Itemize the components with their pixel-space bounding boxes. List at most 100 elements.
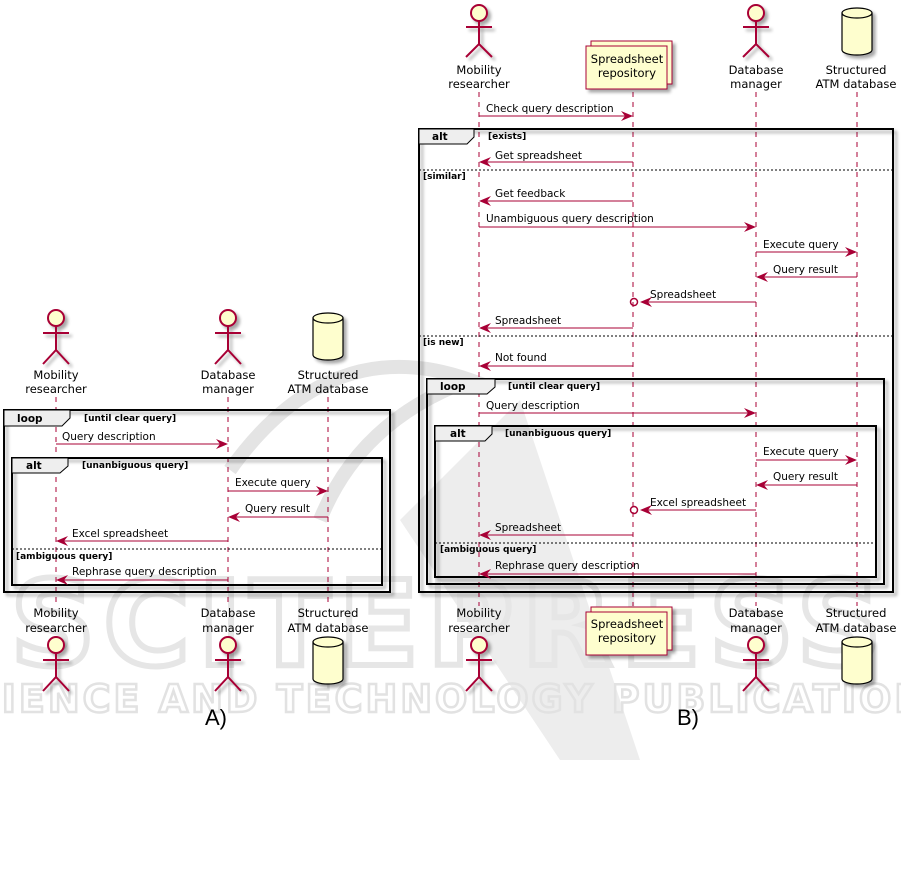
participant-label: ATM database (288, 621, 369, 635)
participant-label: researcher (25, 621, 87, 635)
svg-text:Excel spreadsheet: Excel spreadsheet (650, 497, 746, 509)
svg-text:Spreadsheet: Spreadsheet (650, 289, 716, 301)
database-icon-b-bottom (841, 636, 873, 685)
message-b-9: Not found (479, 352, 633, 371)
alt-keyword: alt (450, 428, 466, 440)
message-b-13: Excel spreadsheet (629, 497, 756, 515)
message-b-5: Execute query (756, 239, 857, 257)
collections-icon-b-top (585, 40, 673, 90)
alt-else-guard: [ambiguous query] (16, 552, 112, 562)
loop-keyword: loop (440, 381, 466, 393)
svg-text:Spreadsheet: Spreadsheet (495, 522, 561, 534)
participant-label: Mobility (33, 606, 78, 620)
participant-label: Spreadsheet (591, 617, 664, 631)
svg-text:Check query description: Check query description (486, 103, 614, 115)
message-a-1: Query description (56, 431, 228, 449)
svg-text:Spreadsheet: Spreadsheet (495, 315, 561, 327)
participant-label: Database (201, 606, 256, 620)
actor-database-manager-a-top (214, 309, 242, 365)
participant-label: Database (201, 368, 256, 382)
alt-else-guard: [is new] (423, 338, 464, 348)
svg-text:Query description: Query description (486, 400, 580, 412)
message-a-3: Query result (228, 503, 328, 522)
message-b-3: Get feedback (479, 188, 633, 206)
participant-label: researcher (448, 621, 510, 635)
participant-label: researcher (25, 382, 87, 396)
participant-label: Structured (826, 63, 887, 77)
database-icon-b-top (841, 7, 873, 56)
actor-mobility-researcher-b-top (465, 4, 493, 58)
svg-text:Rephrase query description: Rephrase query description (72, 566, 217, 578)
lost-message-circle-icon (629, 505, 639, 515)
participant-label: ATM database (816, 77, 897, 91)
participant-label: researcher (448, 77, 510, 91)
message-b-4: Unambiguous query description (479, 213, 756, 232)
message-b-15: Rephrase query description (479, 560, 756, 579)
svg-text:Query result: Query result (773, 471, 838, 483)
actor-mobility-researcher-b-bottom (465, 636, 493, 692)
participant-label: Spreadsheet (591, 52, 664, 66)
message-a-2: Execute query (228, 477, 328, 496)
loop-keyword: loop (17, 413, 43, 425)
diagram-b: Mobility researcher Spreadsheet reposito… (418, 4, 897, 730)
participant-label: manager (730, 77, 782, 91)
participant-label: repository (598, 66, 656, 80)
database-icon-a-bottom (312, 636, 344, 685)
loop-frame-b: loop [until clear query] (426, 378, 885, 585)
actor-mobility-researcher-a-top (42, 309, 70, 365)
loop-guard: [until clear query] (508, 382, 600, 392)
loop-guard: [until clear query] (84, 414, 176, 424)
svg-text:Execute query: Execute query (763, 446, 839, 458)
participant-label: Mobility (456, 63, 501, 77)
svg-text:Query result: Query result (773, 264, 838, 276)
participant-label: Structured (298, 368, 359, 382)
alt-else-guard: [similar] (423, 172, 466, 182)
svg-text:Excel spreadsheet: Excel spreadsheet (72, 528, 168, 540)
message-a-5: Rephrase query description (56, 566, 228, 585)
alt-guard: [unanbiguous query] (505, 429, 611, 439)
svg-text:Rephrase query description: Rephrase query description (495, 560, 640, 572)
loop-frame-a: loop [until clear query] (3, 409, 391, 593)
collections-icon-b-bottom (585, 606, 673, 656)
participant-label: Mobility (456, 606, 501, 620)
alt-guard: [exists] (488, 132, 526, 142)
alt-else-guard: [ambiguous query] (440, 545, 536, 555)
svg-text:Get feedback: Get feedback (495, 188, 566, 200)
participant-label: manager (730, 621, 782, 635)
message-b-12: Query result (756, 471, 857, 490)
participant-label: manager (202, 382, 254, 396)
svg-text:Unambiguous query description: Unambiguous query description (486, 213, 654, 225)
alt-frame-b-inner: alt [unanbiguous query] [ambiguous query… (434, 425, 877, 578)
svg-text:Query result: Query result (245, 503, 310, 515)
message-b-11: Execute query (756, 446, 857, 465)
message-b-8: Spreadsheet (479, 315, 633, 333)
message-a-4: Excel spreadsheet (56, 528, 228, 546)
alt-guard: [unanbiguous query] (82, 461, 188, 471)
participant-label: Database (729, 63, 784, 77)
participant-label: repository (598, 631, 656, 645)
database-icon-a-top (312, 312, 344, 361)
actor-database-manager-a-bottom (214, 636, 242, 692)
caption-a: A) (205, 705, 227, 730)
participant-label: Database (729, 606, 784, 620)
svg-text:Execute query: Execute query (235, 477, 311, 489)
watermark-wing (400, 400, 640, 760)
participant-label: Structured (298, 606, 359, 620)
message-b-6: Query result (756, 264, 857, 282)
participant-label: Structured (826, 606, 887, 620)
message-b-2: Get spreadsheet (479, 150, 633, 167)
svg-text:Execute query: Execute query (763, 239, 839, 251)
diagram-a: Mobility researcher Database manager Str… (3, 309, 391, 730)
caption-b: B) (677, 705, 699, 730)
participant-label: ATM database (288, 382, 369, 396)
alt-keyword: alt (432, 131, 448, 143)
participant-label: Mobility (33, 368, 78, 382)
participant-label: ATM database (816, 621, 897, 635)
message-b-7: Spreadsheet (629, 289, 756, 307)
alt-frame-a: alt [unanbiguous query] [ambiguous query… (11, 457, 383, 586)
actor-database-manager-b-top (742, 4, 770, 58)
participant-label: manager (202, 621, 254, 635)
svg-text:Get spreadsheet: Get spreadsheet (495, 150, 582, 162)
alt-keyword: alt (26, 460, 42, 472)
